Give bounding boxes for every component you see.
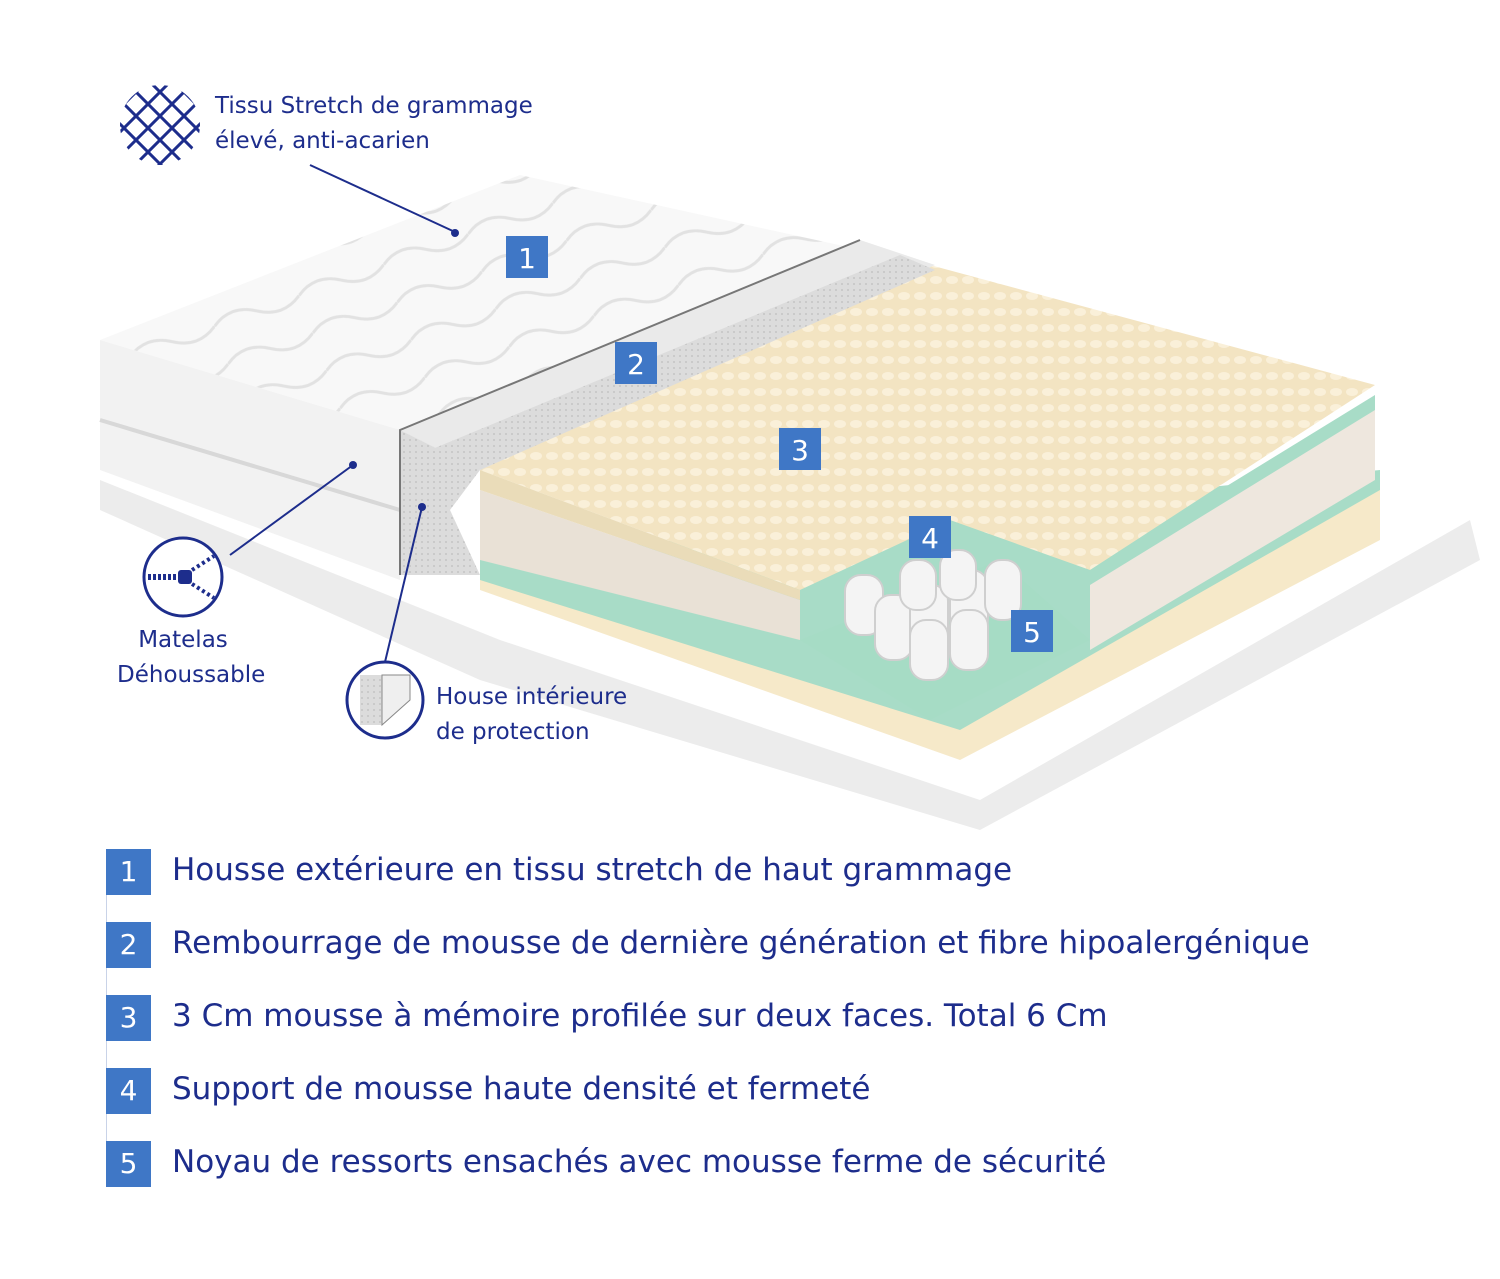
outer-cover-top xyxy=(100,175,930,430)
legend-badge: 5 xyxy=(106,1141,151,1187)
floor-shadow xyxy=(100,480,1480,830)
legend-item: 5 Noyau de ressorts ensachés avec mousse… xyxy=(106,1137,1406,1210)
zip-callout-line1: Matelas xyxy=(138,627,228,653)
padding-fibre xyxy=(430,255,935,470)
legend-text: Rembourrage de mousse de dernière généra… xyxy=(172,925,1310,961)
legend-text: Housse extérieure en tissu stretch de ha… xyxy=(172,852,1013,888)
fabric-callout-line2: élevé, anti-acarien xyxy=(215,128,430,154)
inner-cover-section xyxy=(400,430,480,575)
memory-foam-top xyxy=(480,265,1375,590)
legend-text: Support de mousse haute densité et ferme… xyxy=(172,1071,871,1107)
inner-cover-outline xyxy=(399,239,861,575)
zipper-icon xyxy=(142,536,224,618)
inner-cover-callout-line2: de protection xyxy=(436,719,590,745)
inner-cover-callout: House intérieure de protection xyxy=(436,680,627,750)
layer-badge-3: 3 xyxy=(779,428,821,470)
legend-item: 1 Housse extérieure en tissu stretch de … xyxy=(106,845,1406,918)
legend-badge: 4 xyxy=(106,1068,151,1114)
legend-text: 3 Cm mousse à mémoire profilée sur deux … xyxy=(172,998,1108,1034)
layer-badge-5: 5 xyxy=(1011,610,1053,652)
inner-cover-leader-dot xyxy=(418,503,426,511)
outer-cover-side xyxy=(100,340,400,580)
zip-leader xyxy=(229,464,354,556)
inner-cover-leader xyxy=(384,506,423,663)
legend-badge: 3 xyxy=(106,995,151,1041)
svg-text:2: 2 xyxy=(627,348,645,381)
legend-item: 4 Support de mousse haute densité et fer… xyxy=(106,1064,1406,1137)
zip-callout-line2: Déhoussable xyxy=(117,662,266,688)
foam-corner-icon xyxy=(345,660,425,740)
legend-item: 2 Rembourrage de mousse de dernière géné… xyxy=(106,918,1406,991)
legend: 1 Housse extérieure en tissu stretch de … xyxy=(106,845,1406,1210)
legend-item: 3 3 Cm mousse à mémoire profilée sur deu… xyxy=(106,991,1406,1064)
legend-text: Noyau de ressorts ensachés avec mousse f… xyxy=(172,1144,1107,1180)
zip-callout: Matelas Déhoussable xyxy=(117,623,266,693)
layer-badge-2: 2 xyxy=(615,342,657,384)
layer-badge-1: 1 xyxy=(506,236,548,278)
svg-text:1: 1 xyxy=(518,242,536,275)
right-green-stripe xyxy=(1090,395,1375,585)
svg-text:5: 5 xyxy=(1023,616,1041,649)
layer-badge-4: 4 xyxy=(909,516,951,558)
fabric-leader-dot xyxy=(451,229,459,237)
legend-badge: 1 xyxy=(106,849,151,895)
memory-foam-edge xyxy=(480,470,800,600)
pocket-springs xyxy=(844,549,1022,681)
inner-cover-callout-line1: House intérieure xyxy=(436,684,628,710)
zip-seam xyxy=(99,418,401,512)
svg-text:4: 4 xyxy=(921,522,939,555)
fabric-leader xyxy=(309,164,456,233)
legend-badge: 2 xyxy=(106,922,151,968)
core-side xyxy=(480,490,800,640)
fabric-callout: Tissu Stretch de grammage élevé, anti-ac… xyxy=(215,89,533,159)
svg-text:3: 3 xyxy=(791,434,809,467)
zip-leader-dot xyxy=(349,461,357,469)
right-block-front xyxy=(1090,400,1375,650)
fabric-callout-line1: Tissu Stretch de grammage xyxy=(215,93,533,119)
